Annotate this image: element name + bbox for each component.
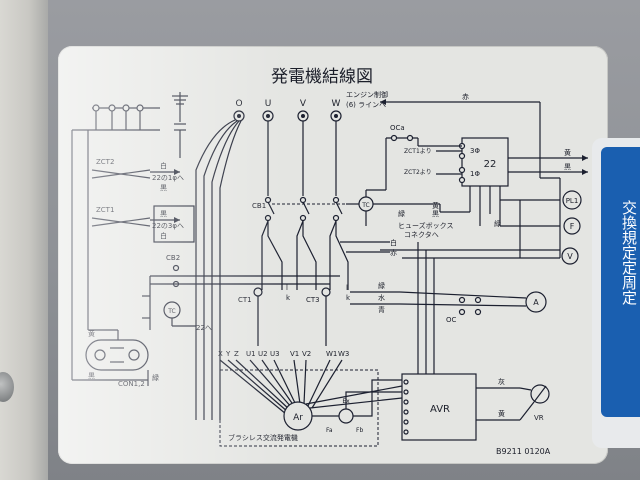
cb2-to-22: 22へ [196,324,212,332]
zct2-from-label: ZCT2より [404,169,432,176]
fuse-wire-black: 黒 [432,210,439,218]
terminal-o-label: O [235,99,242,109]
stator-v1: V1 [290,350,299,358]
ct3-l-label: l [346,284,348,292]
cb1-label: CB1 [252,202,266,210]
wire-white-1: 白 [390,238,397,247]
cb1-wire-green: 緑 [398,209,405,218]
zct1-wire-black: 黒 [160,210,167,218]
zct-group: ZCT2 ZCT1 22の1φへ 白 黒 黒 22の3φへ 白 [71,130,195,330]
right-sign-text: 交換規定定周定 [620,200,638,305]
meter-wire-green: 緑 [494,219,501,228]
ammeter-label: A [533,298,539,307]
terminal-u-label: U [265,99,272,109]
fuse-box-line1: ヒューズボックス [398,221,453,230]
cb1-breaker: CB1 TC 緑 [252,189,405,226]
field-fa-label: Fa [326,427,333,434]
engine-wire-color: 赤 [462,93,469,101]
engine-control-note: エンジン制御 [346,90,388,99]
relay-22-label: 22 [484,159,497,170]
ammeter-icon [525,291,547,313]
zct1-label: ZCT1 [96,206,114,214]
terminal-w-label: W [332,99,341,109]
fuse-wire-yellow: 黄 [432,201,439,210]
con-label: CON1,2 [118,380,145,388]
con-wire-black: 黒 [88,372,95,380]
avr-wire-yellow: 黄 [498,409,505,418]
pilot-lamp-pl1-icon [562,190,582,210]
exciter-icon [338,408,354,424]
ct-wire-green: 緑 [378,281,385,290]
zct1-wire-white: 白 [160,231,167,240]
pilot-lamp-label: PL1 [566,197,579,205]
diagram-title: 発電機結線図 [271,67,373,87]
stator-x: X [218,350,223,358]
stator-u2: U2 [258,350,268,358]
avr-label: AVR [430,404,450,415]
field-fb-label: Fb [356,427,363,434]
connector-con12: 黄 黒 CON1,2 緑 [71,329,159,388]
terminal-v-label: V [300,99,307,109]
con-wire-yellow: 黄 [88,329,95,338]
frequency-meter-icon [563,217,581,235]
avr-unit: AVR 灰 黄 VR [401,373,550,441]
stator-w3: W3 [338,350,349,358]
ct3-label: CT3 [306,296,320,304]
relay-22-three-phase: 3Φ [470,147,480,155]
oca-label: OCa [390,124,405,132]
stator-terminals: X Y Z U1 U2 U3 V1 V2 W1 W3 [218,350,349,415]
bolt-head-icon [0,372,14,402]
wire-red-1: 赤 [390,249,397,257]
cb2-breaker: CB2 TC 22へ [142,254,340,332]
generator-ar-label: Ar [293,413,303,423]
zct1-to-22: 22の3φへ [152,222,184,230]
engine-line-note: (6) ラインへ [346,101,386,109]
zct1-from-label: ZCT1より [404,148,432,155]
brushless-generator: Ar Ex Fa Fb ブラシレス交流発電機 [219,369,403,447]
plate-code: B9211 0120A [496,447,551,456]
stator-y: Y [225,350,231,358]
ct3-k-label: k [346,294,351,302]
avr-wire-gray: 灰 [498,377,505,386]
stator-z: Z [234,350,239,358]
zct2-label: ZCT2 [96,158,114,166]
cb2-label: CB2 [166,254,180,262]
ct-wire-blue: 青 [378,305,385,314]
ct-wire-water: 水 [378,293,385,302]
cb1-tc-label: TC [361,202,370,209]
frequency-meter-label: F [570,222,575,231]
relay-22-wire-black: 黒 [564,163,571,171]
generator-caption: ブラシレス交流発電機 [228,433,298,442]
relay-22-one-phase: 1Φ [470,170,480,178]
oc-label: OC [446,316,457,324]
meters-group: 緑 PL1 F V A [380,177,582,313]
fuse-box-line2: コネクタへ [404,230,439,239]
stator-w1: W1 [326,350,337,358]
stator-u1: U1 [246,350,256,358]
ct1-l-label: l [286,284,288,292]
vr-label: VR [534,414,544,422]
zct2-to-22: 22の1φへ [152,174,184,182]
ct1-label: CT1 [238,296,252,304]
upper-left-terminal-group [72,92,188,158]
right-sign-blue-panel [601,147,640,417]
cb2-tc-label: TC [167,308,176,315]
ct1-k-label: k [286,294,291,302]
voltmeter-label: V [567,252,573,261]
stator-v2: V2 [302,350,311,358]
ct-group: CT1 CT3 k k l l 緑 水 青 OC [238,281,527,346]
zct2-wire-black: 黒 [160,184,167,192]
relay-22: 22 3Φ 1Φ ZCT1より ZCT2より 黄 黒 [404,137,588,226]
zct2-wire-white: 白 [160,161,167,170]
output-terminals: O U V W [195,99,342,420]
stator-u3: U3 [270,350,280,358]
relay-22-wire-yellow: 黄 [564,148,571,157]
con-wire-green: 緑 [152,373,159,382]
voltmeter-icon [561,247,579,265]
